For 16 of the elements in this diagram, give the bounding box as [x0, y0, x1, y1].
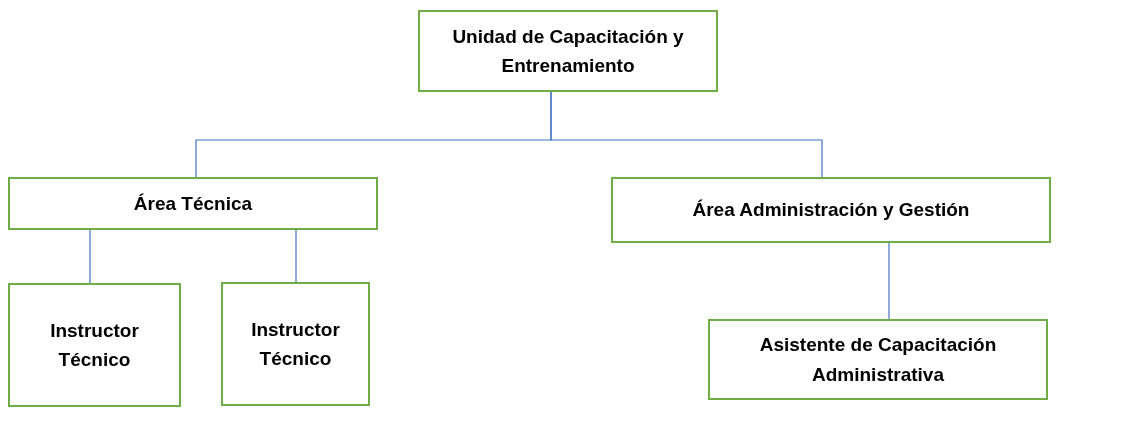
org-box — [708, 319, 1048, 400]
box-label: Área Técnica — [133, 191, 253, 216]
connector-line — [550, 91, 823, 178]
box-label: Asistente de Capacitación Administrativa — [758, 333, 998, 387]
org-box — [8, 283, 181, 407]
box-label: Área Administración y Gestión — [692, 198, 970, 223]
org-box — [8, 177, 378, 230]
org-box — [418, 10, 718, 92]
connector-line — [295, 229, 297, 283]
org-box — [221, 282, 370, 406]
box-label: Unidad de Capacitación y Entrenamiento — [451, 24, 685, 78]
connector-line — [888, 242, 890, 320]
connector-line — [89, 229, 91, 284]
box-label: Instructor Técnico — [250, 317, 341, 371]
org-box — [611, 177, 1051, 243]
box-label: Instructor Técnico — [49, 318, 140, 372]
